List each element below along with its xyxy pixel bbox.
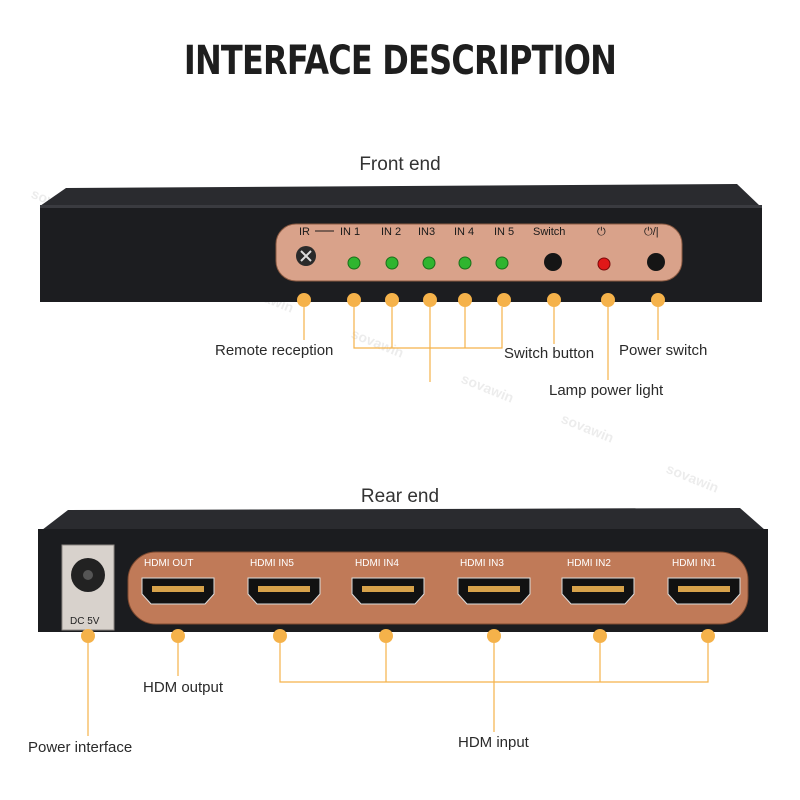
power-switch-button[interactable] xyxy=(647,253,665,271)
rear-device: DC 5V HDMI OUT HDMI IN5 HDMI IN4 HDMI IN… xyxy=(38,508,768,736)
port-label-hdmi-in5: HDMI IN5 xyxy=(250,558,294,569)
panel-label-power: ⏻ xyxy=(597,226,606,238)
panel-label-in4: IN 4 xyxy=(454,226,474,238)
switch-button[interactable] xyxy=(544,253,562,271)
rear-callout-dots xyxy=(81,629,715,643)
callout-remote-reception: Remote reception xyxy=(215,342,334,359)
dc-label: DC 5V xyxy=(70,616,100,627)
panel-label-in2: IN 2 xyxy=(381,226,401,238)
panel-label-in1: IN 1 xyxy=(340,226,360,238)
hdmi-port-in3[interactable] xyxy=(457,577,531,605)
watermark: sovawin xyxy=(559,410,617,446)
panel-label-power-toggle: ⏻/| xyxy=(644,226,659,238)
front-callout-dots xyxy=(297,293,665,307)
port-label-hdmi-in1: HDMI IN1 xyxy=(672,558,716,569)
front-end-label: Front end xyxy=(359,154,441,175)
callout-lamp-power-light: Lamp power light xyxy=(549,382,664,399)
port-label-hdmi-in2: HDMI IN2 xyxy=(567,558,611,569)
callout-switch-button: Switch button xyxy=(504,345,595,362)
port-label-hdmi-out: HDMI OUT xyxy=(144,558,193,569)
callout-power-switch: Power switch xyxy=(619,342,708,359)
hdmi-port-out[interactable] xyxy=(141,577,215,605)
led-in2 xyxy=(385,256,399,270)
panel-label-ir: IR xyxy=(299,226,310,238)
callout-power-interface: Power interface xyxy=(28,739,133,756)
panel-label-in5: IN 5 xyxy=(494,226,514,238)
front-device: IR IN 1 IN 2 IN3 IN 4 IN 5 Switch ⏻ ⏻/| xyxy=(40,184,762,382)
led-in3 xyxy=(422,256,436,270)
callout-hdm-input: HDM input xyxy=(458,734,529,751)
hdmi-port-in5[interactable] xyxy=(247,577,321,605)
rear-callout-lines xyxy=(87,643,709,736)
hdmi-port-in1[interactable] xyxy=(667,577,741,605)
ir-sensor-mark-icon xyxy=(300,250,312,262)
port-label-hdmi-in3: HDMI IN3 xyxy=(460,558,504,569)
panel-label-switch: Switch xyxy=(533,226,565,238)
panel-label-in3: IN3 xyxy=(418,226,435,238)
hdmi-port-in2[interactable] xyxy=(561,577,635,605)
led-in1 xyxy=(347,256,361,270)
page-title: INTERFACE DESCRIPTION xyxy=(183,38,617,84)
callout-hdm-output: HDM output xyxy=(143,679,224,696)
rear-end-label: Rear end xyxy=(360,486,440,507)
led-in4 xyxy=(458,256,472,270)
port-label-hdmi-in4: HDMI IN4 xyxy=(355,558,399,569)
lamp-power-led xyxy=(597,257,611,271)
hdmi-port-in4[interactable] xyxy=(351,577,425,605)
front-callout-lines xyxy=(303,307,659,382)
led-in5 xyxy=(495,256,509,270)
